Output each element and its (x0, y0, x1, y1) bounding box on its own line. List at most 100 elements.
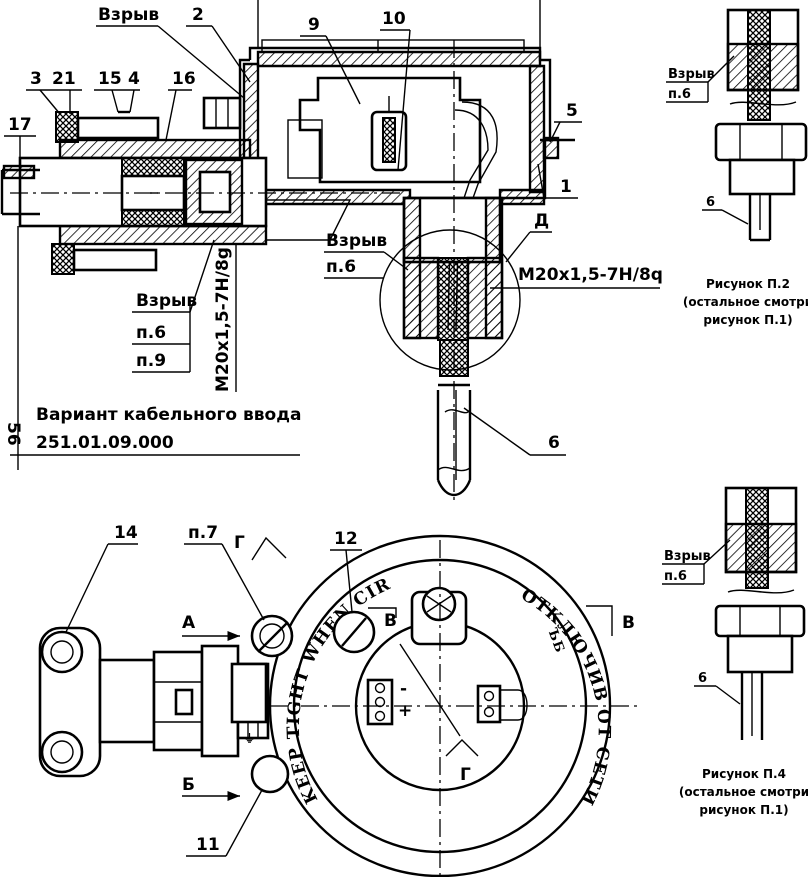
dim-56-label: 56 (3, 422, 23, 446)
label-thread-vertical: M20x1,5-7H/8g (213, 247, 233, 392)
p4-probe (740, 672, 764, 740)
side-block (230, 662, 268, 724)
housing-bottom-hatched (256, 188, 412, 206)
side-lug (542, 136, 560, 160)
p2-note-1: (остальное смотри (683, 295, 808, 309)
sensor-nut-left (402, 256, 440, 340)
callout-1: 1 (560, 177, 572, 197)
terminal-block-right (476, 684, 502, 724)
p4-nut (714, 604, 806, 638)
bolt-bottom (51, 243, 75, 275)
p4-core (745, 487, 769, 589)
callout-16: 16 (172, 69, 196, 89)
callout-21: 21 (52, 69, 76, 89)
view-label-b: Б (182, 775, 195, 795)
bolt-top-shaft (76, 116, 160, 140)
probe-break-2 (437, 466, 471, 472)
housing-wall-hatched-top (256, 50, 542, 68)
figure-p4: Взрыв п.6 6 Рисунок П.4 (остальное смотр… (662, 486, 808, 817)
section-label-g-bottom: Г (460, 765, 471, 785)
label-p9-left: п.9 (136, 351, 166, 371)
housing-wall-hatched-right (528, 64, 546, 194)
callout-4: 4 (128, 69, 140, 89)
p2-callout-6: 6 (706, 195, 715, 210)
p2-thread (728, 158, 796, 196)
p4-vzryv: Взрыв (664, 549, 711, 564)
detail-d-circle (379, 229, 521, 371)
p2-core (747, 9, 771, 121)
cover-lid (261, 39, 525, 53)
section-label-g-top: Г (234, 533, 245, 553)
bolt-top (55, 111, 79, 143)
p2-nut (714, 122, 808, 162)
cable-entry-bottom (250, 754, 290, 794)
terminal-block-left (366, 678, 394, 726)
callout-6-main: 6 (548, 433, 560, 453)
figure-p2: Взрыв п.6 6 Рисунок П.2 (остальное смотр… (666, 8, 808, 327)
callout-11: 11 (196, 835, 220, 855)
gland-transition (266, 199, 352, 241)
plan-diagonal (399, 643, 461, 737)
label-p6-left: п.6 (136, 323, 166, 343)
cable-variant-code: 251.01.09.000 (36, 433, 174, 453)
p2-title: Рисунок П.2 (706, 277, 790, 291)
terminal-right-wires (500, 689, 528, 721)
p4-note-2: рисунок П.1) (699, 803, 788, 817)
section-label-v-right: В (622, 613, 635, 633)
flange-neck (98, 658, 156, 744)
electronics-substrate (287, 119, 323, 179)
p2-vzryv: Взрыв (668, 67, 715, 82)
main-section-view: 56 (0, 0, 575, 500)
gland-inner (198, 170, 232, 214)
p4-title: Рисунок П.4 (702, 767, 786, 781)
terminal-clamp-core (382, 117, 396, 163)
bolt-bottom-shaft (72, 248, 158, 272)
label-vzryv-left: Взрыв (136, 291, 197, 311)
callout-14: 14 (114, 523, 138, 543)
callout-12: 12 (334, 529, 358, 549)
sensor-core (437, 257, 469, 341)
p4-break (727, 589, 795, 594)
callout-3: 3 (30, 69, 42, 89)
gland-flange-hatched-bottom (58, 224, 268, 246)
section-label-v-left: В (384, 611, 397, 631)
section-mark-v-left (368, 607, 397, 618)
p4-thread (726, 634, 794, 674)
callout-5: 5 (566, 101, 578, 121)
label-vzryv-top: Взрыв (98, 5, 159, 25)
top-callouts: Взрыв 2 9 10 3 21 15 4 16 17 5 (4, 5, 663, 456)
section-mark-v-right (586, 605, 613, 636)
p2-note-2: рисунок П.1) (703, 313, 792, 327)
p4-callout-6: 6 (698, 671, 707, 686)
cable-gland (0, 96, 352, 275)
ring-text-right: ОТКЛЮЧИВ ОТ СЕТИ (517, 585, 613, 809)
callout-17: 17 (8, 115, 32, 135)
gland-flange-hatched (58, 138, 252, 160)
cable-variant-title: Вариант кабельного ввода (36, 405, 301, 425)
view-label-a: А (182, 613, 196, 633)
probe-body (436, 383, 472, 497)
callout-15: 15 (98, 69, 122, 89)
sensor-nut-right (466, 256, 504, 340)
callout-9: 9 (308, 15, 320, 35)
label-thread-right: M20x1,5-7H/8q (518, 265, 663, 285)
section-mark-g-top (251, 536, 287, 561)
p4-p6: п.6 (664, 569, 687, 584)
label-p6-mid: п.6 (326, 257, 356, 277)
terminal-plus: + (398, 701, 412, 721)
pipe-stub-cap (2, 164, 36, 180)
callout-10: 10 (382, 9, 406, 29)
gland-nut (202, 96, 242, 130)
label-p7: п.7 (188, 523, 218, 543)
cable-entry-top (250, 614, 294, 658)
flange-bolt-bottom (40, 730, 84, 774)
callout-2: 2 (192, 5, 204, 25)
housing-bottom-right-hatched (498, 188, 546, 206)
p4-note-1: (остальное смотри (679, 785, 808, 799)
p2-p6: п.6 (668, 87, 691, 102)
sensor-wire-2 (455, 101, 498, 331)
p2-break (729, 101, 797, 106)
section-mark-g-bottom (445, 739, 479, 757)
label-detail-d: Д (534, 211, 549, 231)
